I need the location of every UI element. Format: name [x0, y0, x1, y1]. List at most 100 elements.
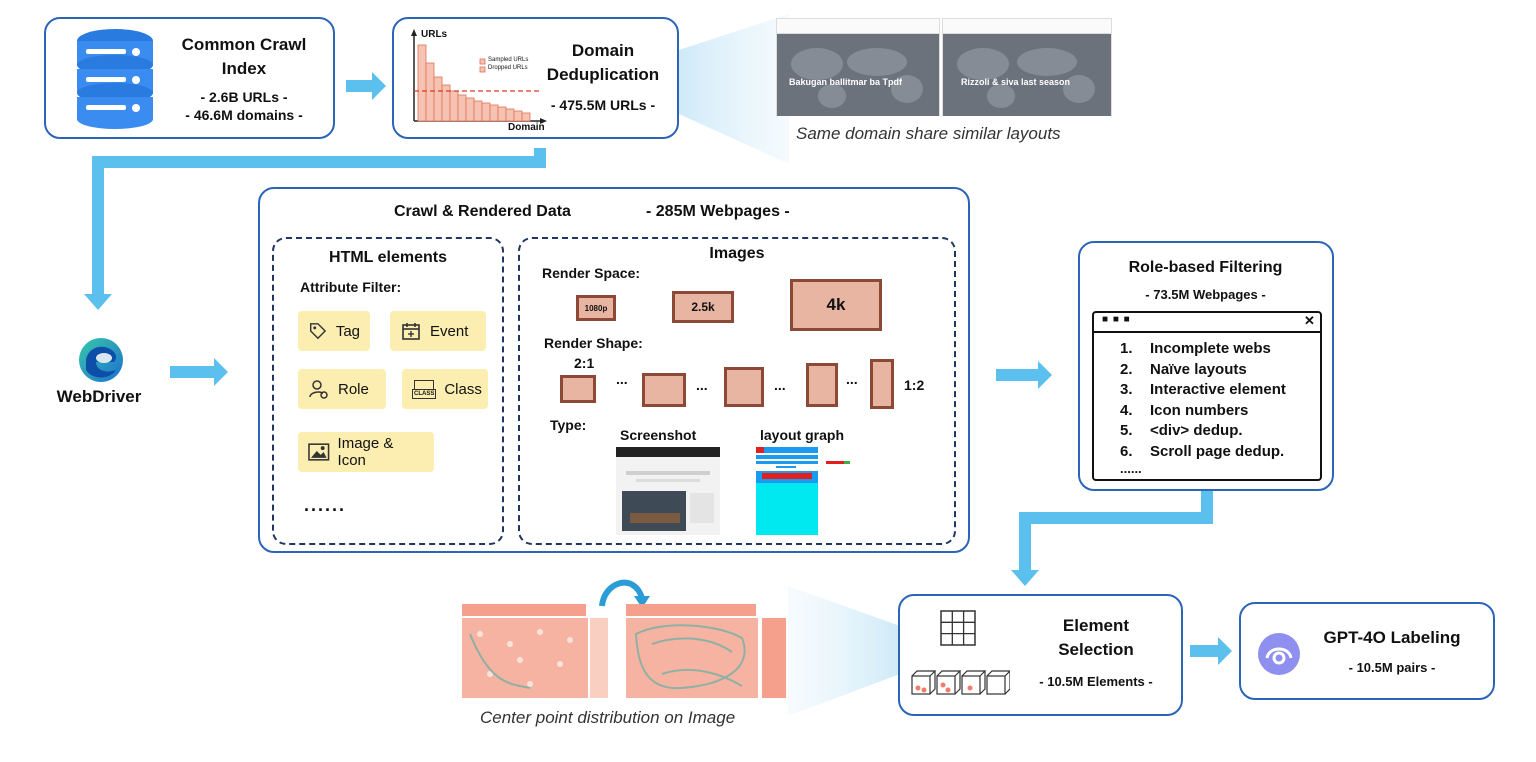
legend-dropped: Dropped URLs: [488, 65, 528, 71]
window-close-icon: ✕: [1304, 313, 1315, 328]
filter-item-1: 1. Incomplete webs: [1120, 340, 1320, 361]
images-panel: Images Render Space: 1080p 2.5k 4k Rende…: [518, 237, 956, 545]
filter-item-3: 3. Interactive element: [1120, 381, 1320, 402]
gpt-labeling-title: GPT-4O Labeling: [1323, 628, 1461, 647]
chip-event-label: Event: [430, 322, 469, 340]
screenshot-thumbnail: [616, 447, 720, 535]
role-filtering-box: Role-based Filtering - 73.5M Webpages - …: [1078, 241, 1334, 491]
filter-item-3-text: Interactive element: [1150, 381, 1286, 398]
size-4k: 4k: [790, 279, 882, 331]
chip-tag: Tag: [298, 311, 370, 351]
role-filtering-title: Role-based Filtering: [1128, 259, 1283, 276]
arrowhead-down: [84, 294, 112, 310]
cube-samples-icon: [911, 670, 1010, 695]
filter-item-5-num: 5.: [1120, 422, 1133, 439]
domain-dedup-box: URLs Domain Sampled URLs Dropped URLs Do…: [392, 17, 679, 139]
size-2-5k: 2.5k: [672, 291, 734, 323]
shape-3-4: [806, 363, 838, 407]
layout-graph-thumbnail: [756, 447, 856, 535]
dedup-title-2: Deduplication: [546, 65, 660, 84]
chip-role-label: Role: [338, 380, 369, 398]
ratio-left: 2:1: [574, 355, 595, 371]
thumb-2-text: Rizzoli & siva last season: [961, 77, 1071, 87]
class-icon-text: CLASS: [412, 388, 437, 399]
filter-item-3-num: 3.: [1120, 381, 1133, 398]
filter-list-more: ......: [1120, 461, 1142, 476]
distribution-plot-before: [450, 604, 616, 706]
filter-item-2: 2. Naïve layouts: [1120, 361, 1320, 382]
arrow-selection-to-gpt: [1190, 637, 1232, 665]
screenshot-label: Screenshot: [620, 427, 697, 443]
webdriver-label: WebDriver: [56, 387, 142, 406]
shape-1-1: [724, 367, 764, 407]
crawl-stat: - 285M Webpages -: [646, 203, 790, 220]
html-elements-title: HTML elements: [329, 249, 447, 266]
filter-item-1-num: 1.: [1120, 340, 1133, 357]
gpt-labeling-stat: - 10.5M pairs -: [1348, 660, 1436, 675]
filter-item-4: 4. Icon numbers: [1120, 402, 1320, 423]
distribution-caption: Center point distribution on Image: [480, 708, 736, 727]
images-title: Images: [709, 245, 765, 262]
filter-list: 1. Incomplete webs 2. Naïve layouts 3. Inte…: [1120, 340, 1320, 463]
filter-item-2-num: 2.: [1120, 360, 1133, 378]
shape-dots-3: ...: [774, 377, 786, 393]
labeling-target-icon: [1258, 633, 1300, 675]
filter-item-1-text: Incomplete webs: [1150, 340, 1271, 357]
chip-role: Role: [298, 369, 386, 409]
filter-item-6-num: 6.: [1120, 442, 1133, 460]
type-label: Type:: [550, 417, 587, 433]
dedup-title-1: Domain: [571, 41, 635, 60]
connector-horizontal: [92, 156, 546, 168]
thumbnails-caption: Same domain share similar layouts: [796, 124, 1061, 143]
html-elements-ellipsis: ......: [304, 495, 347, 515]
edge-browser-icon: [79, 338, 123, 382]
arrow-webdriver-to-crawl: [170, 358, 228, 386]
thumb-1-text: Bakugan ballitmar ba Tpdf: [789, 77, 903, 87]
chip-tag-label: Tag: [335, 322, 360, 340]
image-icon: [308, 443, 330, 461]
layout-graph-label: layout graph: [760, 427, 845, 443]
common-crawl-stat-domains: - 46.6M domains -: [185, 107, 303, 123]
element-selection-box: Element Selection - 10.5M Elements -: [898, 594, 1183, 716]
filter-window-titlebar: [1094, 313, 1320, 333]
chip-class: CLASS Class: [402, 369, 488, 409]
shape-2-1: [560, 375, 596, 403]
arrowhead-down-2: [1011, 570, 1039, 586]
legend-sampled: Sampled URLs: [488, 57, 529, 63]
chip-class-label: Class: [444, 380, 482, 398]
ratio-right: 1:2: [904, 377, 925, 393]
layout-thumbnail-1: Bakugan ballitmar ba Tpdf: [776, 18, 940, 116]
zoom-fan-bottom: [788, 586, 900, 716]
element-selection-title-2: Selection: [1058, 640, 1134, 659]
window-dots-icon: ■ ■ ■: [1102, 314, 1131, 325]
grid-icon: [940, 610, 976, 646]
filter-item-2-text: Naïve layouts: [1150, 360, 1247, 378]
calendar-icon: [402, 323, 420, 340]
layout-thumbnail-2: Rizzoli & siva last season: [942, 18, 1112, 116]
gpt-labeling-box: GPT-4O Labeling - 10.5M pairs -: [1239, 602, 1495, 700]
filter-item-4-num: 4.: [1120, 401, 1133, 419]
shape-4-3: [642, 373, 686, 407]
crawl-title: Crawl & Rendered Data: [394, 203, 571, 220]
connector-down-to-webdriver: [92, 156, 104, 296]
render-shape-label: Render Shape:: [544, 335, 643, 351]
connector-filter-horizontal: [1019, 512, 1213, 524]
database-icon: [77, 29, 153, 129]
shape-1-2: [870, 359, 894, 409]
html-elements-panel: HTML elements Attribute Filter: Tag Even…: [272, 237, 504, 545]
chart-x-label: Domain: [508, 122, 545, 133]
filter-item-6: 6.Scroll page dedup.: [1120, 443, 1320, 464]
attribute-filter-label: Attribute Filter:: [300, 279, 402, 295]
filter-item-4-text: Icon numbers: [1150, 401, 1249, 419]
class-icon: CLASS: [412, 379, 437, 399]
size-2-5k-label: 2.5k: [691, 300, 715, 314]
domain-distribution-chart: [411, 29, 547, 124]
filter-item-5: 5.<div> dedup.: [1120, 422, 1320, 443]
zoom-fan-top: [679, 14, 789, 164]
render-space-label: Render Space:: [542, 265, 641, 281]
shape-dots-1: ...: [616, 371, 628, 387]
distribution-plot-after: [622, 604, 788, 706]
user-role-icon: [309, 380, 328, 399]
element-selection-title-1: Element: [1062, 616, 1130, 635]
size-1080p: 1080p: [576, 295, 616, 321]
